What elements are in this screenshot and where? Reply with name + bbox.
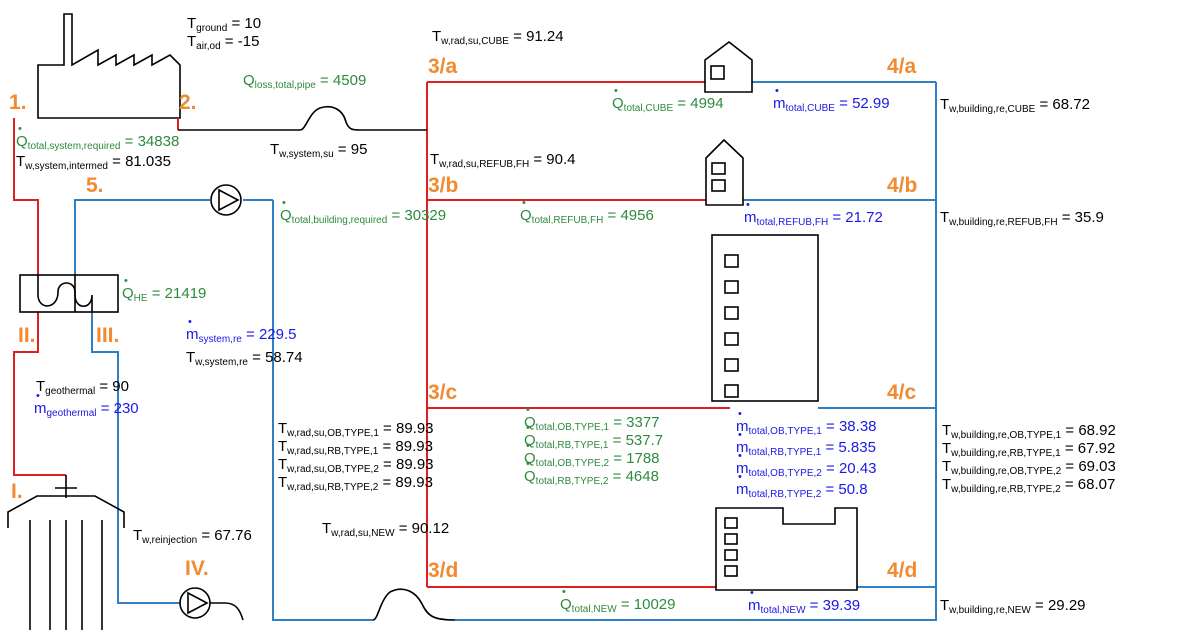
label-t-rad-su-cube: Tw,rad,su,CUBE = 91.24 bbox=[432, 28, 564, 47]
label-t-system-su: Tw,system,su = 95 bbox=[270, 141, 368, 160]
node-IV: IV. bbox=[185, 557, 209, 580]
cube-building-icon bbox=[704, 40, 753, 93]
node-3b: 3/b bbox=[428, 174, 459, 197]
label-q-building-required: Qtotal,building,required = 30329 bbox=[280, 207, 446, 226]
node-3a: 3/a bbox=[428, 55, 458, 78]
label-q-refub: Qtotal,REFUB,FH = 4956 bbox=[520, 207, 654, 226]
reinjection-pipe bbox=[210, 602, 244, 621]
label-t-rad-su-refub: Tw,rad,su,REFUB,FH = 90.4 bbox=[430, 151, 576, 170]
new-loop bbox=[372, 588, 456, 621]
label-q-loss-pipe: Qloss,total,pipe = 4509 bbox=[243, 72, 367, 91]
label-t-bre-refub: Tw,building,re,REFUB,FH = 35.9 bbox=[940, 209, 1104, 228]
node-3c: 3/c bbox=[428, 381, 458, 404]
node-III: III. bbox=[96, 324, 120, 347]
label-t-bre-new: Tw,building,re,NEW = 29.29 bbox=[940, 597, 1086, 616]
label-q-new: Qtotal,NEW = 10029 bbox=[560, 596, 676, 615]
heat-plant-icon bbox=[37, 13, 181, 119]
label-t-geothermal: Tgeothermal = 90 bbox=[36, 378, 129, 397]
label-m-system-re: msystem,re = 229.5 bbox=[186, 326, 296, 345]
label-q-rb2: Qtotal,RB,TYPE,2 = 4648 bbox=[524, 468, 659, 487]
node-5: 5. bbox=[86, 174, 104, 197]
supply-pipe-plant-left bbox=[13, 118, 39, 275]
node-4b: 4/b bbox=[887, 174, 918, 197]
node-4c: 4/c bbox=[887, 381, 917, 404]
node-1: 1. bbox=[9, 91, 27, 114]
node-I: I. bbox=[11, 480, 23, 503]
label-t-rad-su-new: Tw,rad,su,NEW = 90.12 bbox=[322, 520, 450, 539]
label-t-bre-ob1: Tw,building,re,OB,TYPE,1 = 68.92 bbox=[942, 422, 1116, 441]
label-m-ob1: mtotal,OB,TYPE,1 = 38.38 bbox=[736, 418, 877, 437]
return-geothermal bbox=[91, 312, 180, 604]
supply-geothermal bbox=[13, 312, 66, 476]
label-t-system-re: Tw,system,re = 58.74 bbox=[186, 349, 303, 368]
heat-exchanger-icon bbox=[19, 274, 119, 313]
label-m-rb2: mtotal,RB,TYPE,2 = 50.8 bbox=[736, 481, 868, 500]
supply-network bbox=[13, 81, 730, 588]
node-II: II. bbox=[18, 324, 36, 347]
label-t-air-od: Tair,od = -15 bbox=[187, 33, 260, 52]
building-circulation-pump-icon bbox=[210, 184, 242, 216]
label-m-cube: mtotal,CUBE = 52.99 bbox=[773, 95, 890, 114]
return-building-loop bbox=[272, 200, 373, 621]
refub-building-icon bbox=[705, 138, 744, 206]
new-building-icon bbox=[715, 507, 858, 591]
label-m-new: mtotal,NEW = 39.39 bbox=[748, 597, 860, 616]
label-t-rad-ob2: Tw,rad,su,OB,TYPE,2 = 89.93 bbox=[278, 456, 434, 475]
label-q-rb1: Qtotal,RB,TYPE,1 = 537.7 bbox=[524, 432, 663, 451]
label-t-ground: Tground = 10 bbox=[187, 15, 262, 34]
node-4a: 4/a bbox=[887, 55, 917, 78]
label-q-ob1: Qtotal,OB,TYPE,1 = 3377 bbox=[524, 414, 660, 433]
return-pump-to-he bbox=[74, 199, 210, 275]
label-q-he: QHE = 21419 bbox=[122, 285, 206, 304]
label-m-refub: mtotal,REFUB,FH = 21.72 bbox=[744, 209, 883, 228]
label-t-bre-rb1: Tw,building,re,RB,TYPE,1 = 67.92 bbox=[942, 440, 1116, 459]
label-q-ob2: Qtotal,OB,TYPE,2 = 1788 bbox=[524, 450, 660, 469]
label-t-bre-ob2: Tw,building,re,OB,TYPE,2 = 69.03 bbox=[942, 458, 1116, 477]
node-3d: 3/d bbox=[428, 559, 459, 582]
label-t-rad-ob1: Tw,rad,su,OB,TYPE,1 = 89.93 bbox=[278, 420, 434, 439]
label-t-rad-rb2: Tw,rad,su,RB,TYPE,2 = 89.93 bbox=[278, 474, 433, 493]
label-t-reinjection: Tw,reinjection = 67.76 bbox=[133, 527, 252, 546]
label-q-system-required: Qtotal,system,required = 34838 bbox=[16, 133, 179, 152]
node-4d: 4/d bbox=[887, 559, 918, 582]
node-2: 2. bbox=[179, 91, 197, 114]
return-bottom bbox=[455, 587, 937, 621]
reinjection-pump-icon bbox=[179, 587, 211, 619]
supply-pipe-main bbox=[178, 106, 456, 621]
label-m-geothermal: mgeothermal = 230 bbox=[34, 400, 139, 419]
label-t-rad-rb1: Tw,rad,su,RB,TYPE,1 = 89.93 bbox=[278, 438, 433, 457]
label-t-bre-rb2: Tw,building,re,RB,TYPE,2 = 68.07 bbox=[942, 476, 1116, 495]
label-q-cube: Qtotal,CUBE = 4994 bbox=[612, 95, 724, 114]
geothermal-well-icon bbox=[7, 475, 125, 630]
label-t-system-intermed: Tw,system,intermed = 81.035 bbox=[16, 153, 171, 172]
ob-building-icon bbox=[711, 234, 819, 402]
label-m-rb1: mtotal,RB,TYPE,1 = 5.835 bbox=[736, 439, 876, 458]
label-m-ob2: mtotal,OB,TYPE,2 = 20.43 bbox=[736, 460, 877, 479]
label-t-bre-cube: Tw,building,re,CUBE = 68.72 bbox=[940, 96, 1090, 115]
